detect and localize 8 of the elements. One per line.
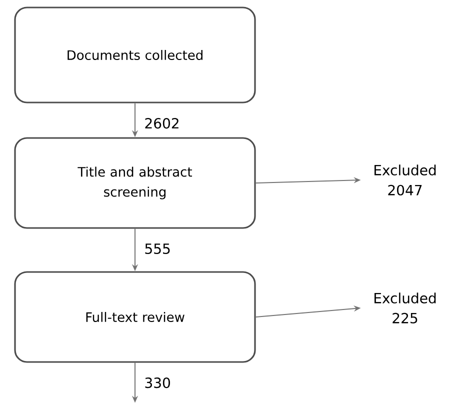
edge-label: 330 [143, 376, 172, 390]
excluded-count: Excluded 225 [374, 292, 436, 324]
process-box: Title and abstract screening [14, 137, 256, 229]
process-box: Documents collected [14, 6, 256, 104]
process-box: Full-text review [14, 271, 256, 363]
edge-label: 555 [143, 242, 172, 255]
excluded-count: Excluded 2047 [374, 164, 436, 196]
edge-label: 2602 [143, 117, 181, 130]
